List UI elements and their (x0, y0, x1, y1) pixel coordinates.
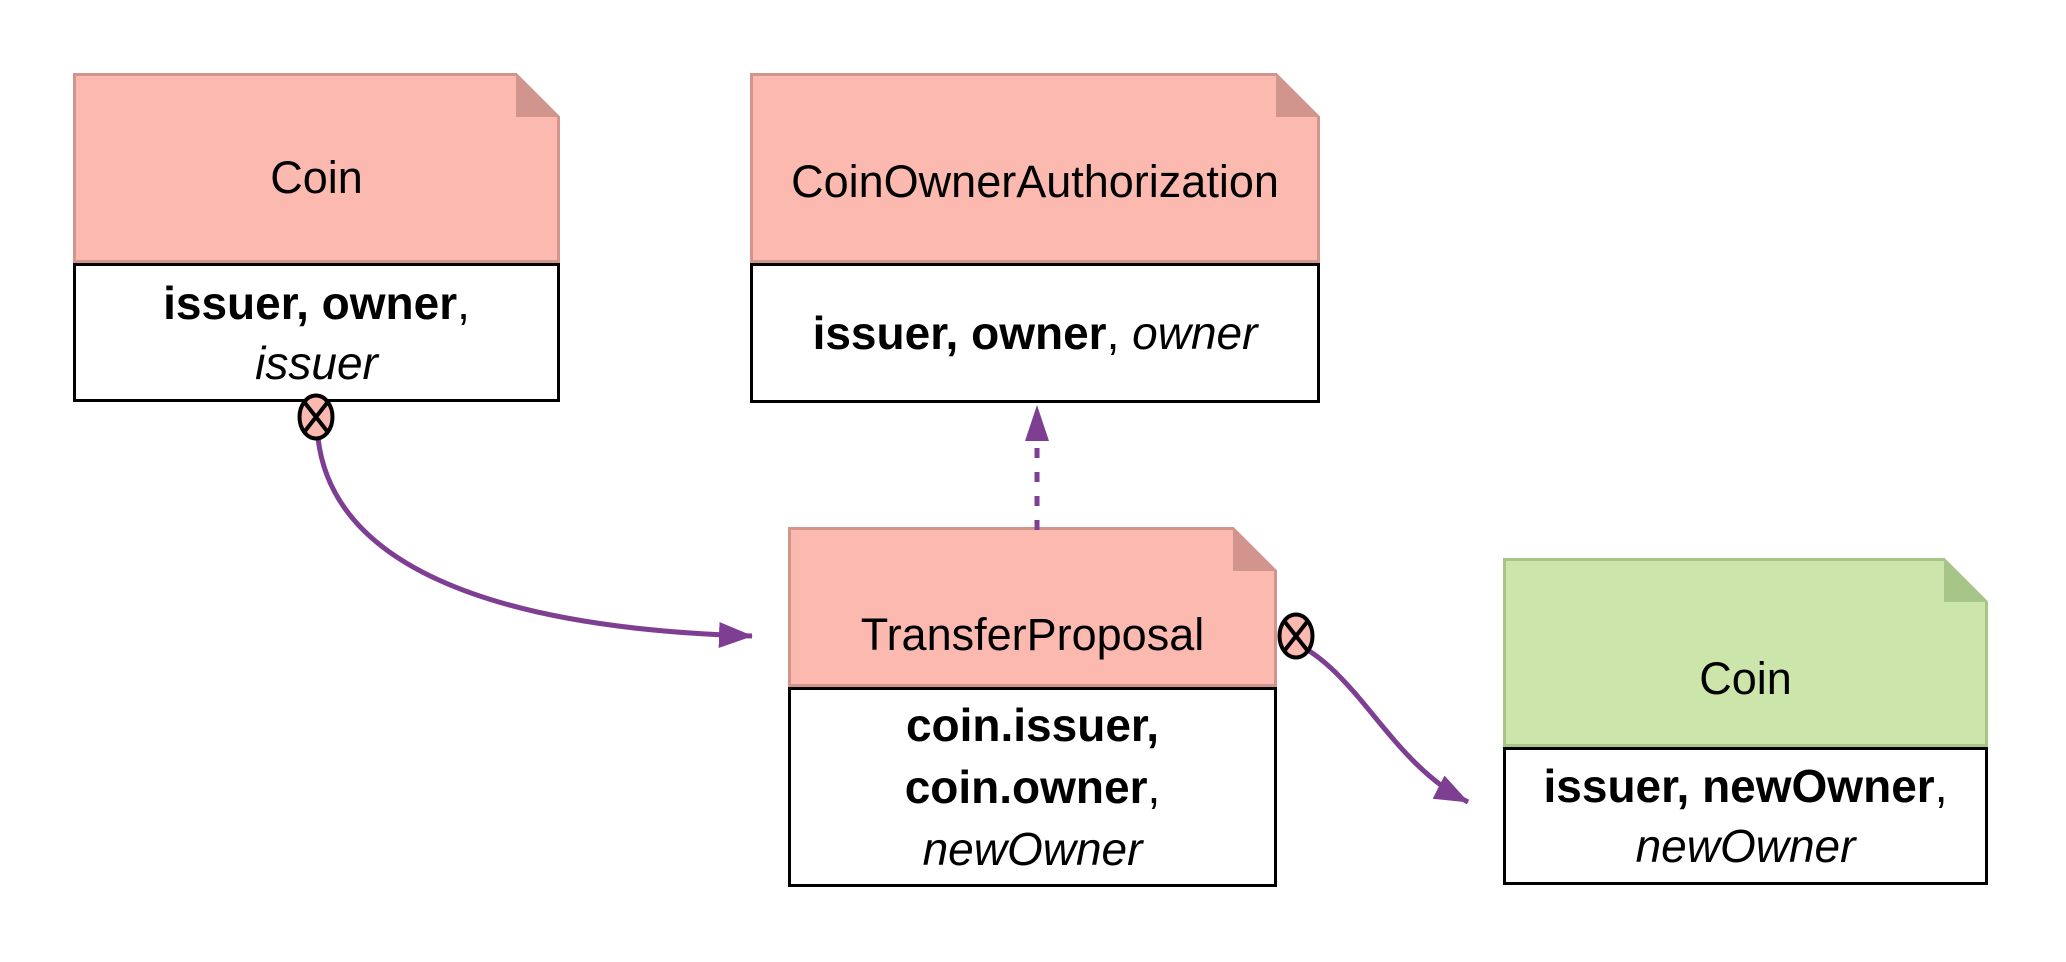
edge-transferproposal-to-coin (1279, 634, 1470, 805)
text-segment: , (1934, 760, 1948, 812)
node-transfer-proposal: TransferProposal coin.issuer, coin.owner… (788, 527, 1277, 887)
node-title: Coin (270, 152, 363, 203)
node-title: Coin (1699, 652, 1792, 704)
node-title: CoinOwnerAuthorization (791, 156, 1279, 207)
text-segment: newOwner (922, 823, 1143, 875)
note-shape (750, 73, 1320, 263)
body-line: issuer (255, 333, 378, 393)
cross-line (1283, 620, 1309, 652)
node-signatories: issuer, owner, owner (750, 263, 1320, 403)
note-outline (1503, 558, 1988, 747)
folded-corner-icon (516, 74, 559, 117)
cross-line (303, 401, 329, 433)
text-segment: issuer (255, 336, 378, 389)
note-shape (73, 73, 560, 263)
note-shape (788, 527, 1277, 687)
node-coin-result: Coin issuer, newOwner, newOwner (1503, 558, 1988, 885)
body-line: coin.issuer, (906, 694, 1159, 756)
node-coin-owner-authorization: CoinOwnerAuthorization issuer, owner, ow… (750, 73, 1320, 403)
note-outline (73, 73, 560, 263)
text-segment: newOwner (1635, 820, 1856, 872)
text-segment: , (457, 276, 470, 329)
text-segment: coin.issuer, (905, 699, 1160, 751)
cross-line (303, 401, 329, 433)
node-header: TransferProposal (788, 527, 1277, 687)
node-signatories: issuer, newOwner, newOwner (1503, 747, 1988, 885)
text-segment: coin.owner (904, 761, 1148, 813)
text-segment: owner (1132, 307, 1258, 359)
body-line: issuer, owner, owner (813, 303, 1258, 363)
text-segment: , (1147, 761, 1161, 813)
node-header: Coin (1503, 558, 1988, 747)
text-segment: issuer, owner (163, 276, 458, 329)
body-line: issuer, newOwner, (1544, 756, 1948, 816)
folded-corner-icon (1276, 74, 1319, 117)
folded-corner-icon (1944, 559, 1987, 602)
node-signatories: coin.issuer, coin.owner, newOwner (788, 687, 1277, 887)
text-segment: , (1106, 307, 1133, 359)
edge-coin-to-transferproposal (315, 437, 753, 649)
archive-marker-transfer-proposal (1277, 612, 1315, 660)
node-title: TransferProposal (860, 609, 1205, 660)
body-line: newOwner (923, 818, 1143, 880)
body-line: coin.owner, (905, 756, 1161, 818)
cross-line (1283, 620, 1309, 652)
node-signatories: issuer, owner, issuer (73, 263, 560, 402)
body-line: issuer, owner, (163, 273, 470, 333)
node-header: CoinOwnerAuthorization (750, 73, 1320, 263)
folded-corner-icon (1233, 528, 1276, 571)
body-line: newOwner (1636, 816, 1856, 876)
node-coin-source: Coin issuer, owner, issuer (73, 73, 560, 402)
arrowhead-up-icon (1025, 405, 1049, 441)
note-outline (788, 527, 1277, 687)
text-segment: issuer, newOwner (1543, 760, 1935, 812)
note-outline (750, 73, 1320, 263)
node-header: Coin (73, 73, 560, 263)
archive-circle-icon (1277, 612, 1315, 660)
text-segment: issuer, owner (812, 307, 1107, 359)
note-shape (1503, 558, 1988, 747)
